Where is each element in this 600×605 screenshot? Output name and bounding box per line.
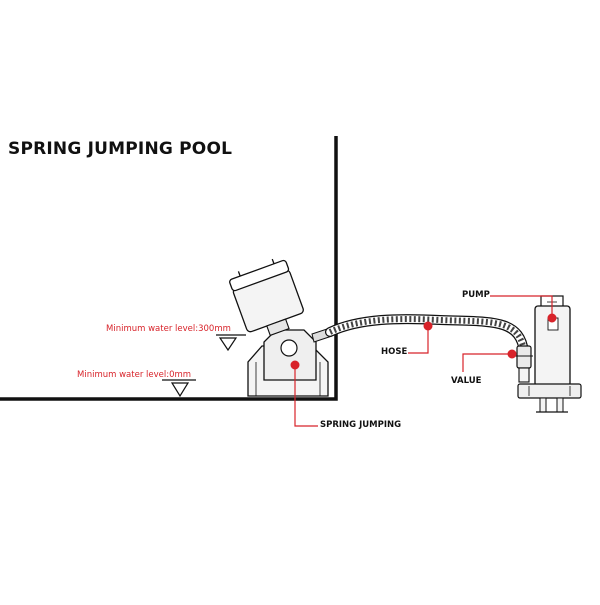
hose bbox=[325, 314, 529, 377]
leader-spring-jumping bbox=[290, 360, 318, 427]
leader-lines bbox=[290, 295, 557, 427]
leader-hose bbox=[408, 321, 433, 354]
valve bbox=[515, 345, 533, 383]
pump bbox=[517, 295, 582, 413]
value-label: VALUE bbox=[451, 376, 482, 386]
diagram-title: SPRING JUMPING POOL bbox=[8, 139, 233, 159]
pump-label: PUMP bbox=[462, 290, 490, 300]
hose-label: HOSE bbox=[381, 347, 408, 357]
spring-jumping-label: SPRING JUMPING bbox=[320, 420, 402, 430]
pool-wall bbox=[0, 136, 338, 401]
water-level-300-marker bbox=[216, 334, 246, 352]
water-level-0-label: Minimum water level:0mm bbox=[77, 370, 192, 380]
leader-value bbox=[462, 349, 517, 372]
water-level-0-marker bbox=[162, 379, 196, 398]
leader-pump bbox=[490, 295, 557, 323]
spring-jumping-device bbox=[229, 258, 333, 397]
water-level-300-label: Minimum water level:300mm bbox=[106, 324, 231, 334]
